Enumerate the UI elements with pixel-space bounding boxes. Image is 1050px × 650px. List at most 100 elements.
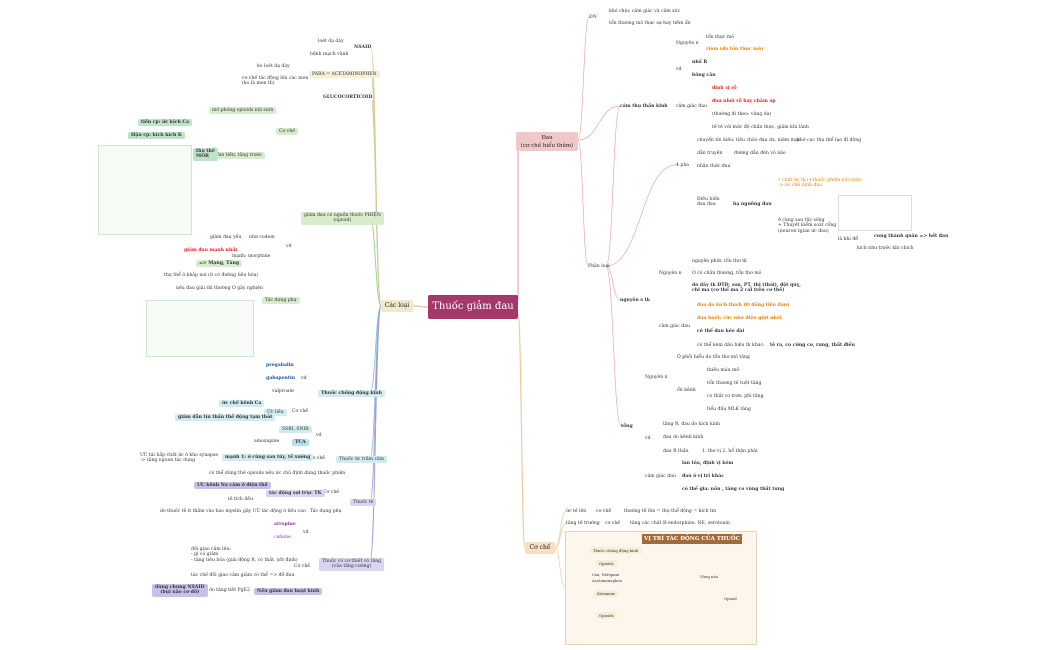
thuoc-te-co-che[interactable]: Cơ chế xyxy=(323,490,340,495)
fig-label: Opioids xyxy=(596,612,617,620)
opioid-title[interactable]: giảm đau có nguồn thuốc PHIỆN (opioid) xyxy=(301,212,384,225)
connector-line xyxy=(577,105,621,141)
dau-dieu-bien-item: • chất ức tk (+thuốc phiện nội sinh) -> … xyxy=(778,178,862,189)
tram-cam-title[interactable]: Thuốc ức trầm cảm xyxy=(336,456,388,464)
opioid-tdp-item: nếu đau giải thì thường O gây nghiện xyxy=(176,286,263,291)
branch-cac-loai[interactable]: Các loại xyxy=(381,300,413,312)
dau-dn-item: khó chịu: cảm giác và cảm xúc xyxy=(609,9,681,14)
opioid-thu-the[interactable]: thụ thể MOR xyxy=(193,148,218,161)
gluco-title[interactable]: GLUCOCORTICOID xyxy=(323,95,373,100)
dau-nguyen-s[interactable]: nguyên s tk xyxy=(620,298,650,303)
co-tro-co-che[interactable]: Cơ chế xyxy=(294,564,311,569)
connector-line xyxy=(554,522,567,549)
connector-line xyxy=(412,305,429,308)
opioid-co-che[interactable]: Cơ chế xyxy=(276,128,299,136)
chong-dong-co-che[interactable]: Cơ chế xyxy=(292,409,309,414)
dau-cg-item: định vị rõ xyxy=(712,86,737,91)
opioid-vd-item: như codein xyxy=(249,235,275,240)
tram-cam-item: mạnh 1: ở cùng sau tủy, tế xướng xyxy=(222,454,314,462)
fig-label: Cxx, Nefopam xyxy=(592,572,620,577)
dau-nguyen-nhan[interactable]: Nguyên n xyxy=(676,41,699,46)
dau-tong-cg-item: lan tỏa, định vị kém xyxy=(682,461,734,466)
branch-co-che[interactable]: Cơ chế xyxy=(525,542,555,554)
co-che-item: cơ chế xyxy=(596,509,612,514)
dau-vd[interactable]: vd xyxy=(676,67,682,72)
co-tro-vd-item: cafeine xyxy=(274,535,291,540)
dau-tong-nguyen[interactable]: Nguyên n xyxy=(645,375,668,380)
drug-action-figure-title: VỊ TRÍ TÁC ĐỘNG CỦA THUỐC xyxy=(642,534,742,544)
co-tro-vd[interactable]: vd xyxy=(303,530,309,535)
dau-phan-loai[interactable]: Phân loại xyxy=(588,264,610,269)
connector-line xyxy=(370,96,382,307)
opioid-co-che-item: mở phóng opioids nội sinh xyxy=(209,107,277,115)
chong-dong-uc-lieu[interactable]: Ức liều xyxy=(264,409,287,417)
tram-cam-vd-item: SSRI, SNRI xyxy=(279,426,312,434)
para-title[interactable]: PARA = ACETAMINOPHEN xyxy=(309,71,380,79)
dau-tong-vd-item: đau R thần xyxy=(663,449,689,454)
opioid-vd[interactable]: vd xyxy=(286,244,292,249)
dau-la-khi: kích như trước khi chích xyxy=(857,246,914,251)
co-tro-title[interactable]: Thuốc có cơ thiết có tăng (của tăng cườn… xyxy=(319,558,385,571)
dau-cg-item: tế tế với mức độ chấn thực, giảm khi làn… xyxy=(712,125,809,130)
dau-cg2-item: đau do kích thích (O đồng tiền đau) xyxy=(697,303,790,308)
opioid-co-che-item: Giảm tiền, tăng trước xyxy=(209,152,265,160)
para-item: cơ chế tác động lên các men (ko là men t… xyxy=(242,76,309,87)
dau-ns-item: nguyên phát: tổn thơ tk xyxy=(692,259,747,264)
dau-tong-cg[interactable]: cảm giác đau xyxy=(645,474,676,479)
co-che-item: cơ chế xyxy=(605,521,621,526)
chong-dong-title[interactable]: Thuốc chống động kinh xyxy=(318,390,385,398)
dau-4-pha[interactable]: 4 pha xyxy=(676,163,690,168)
opioid-vd-item: giảm đau yếu xyxy=(210,235,242,240)
dau-tong-item: Ô phối hiểu do tổn thơ mô tăng xyxy=(677,355,750,360)
dau-pha-item: hạ ngưỡng đau xyxy=(733,202,772,207)
opioid-kich-thich: tiền cp: ức kích Ca xyxy=(138,119,193,127)
opioid-vd-item: giảm đau mạnh nhất xyxy=(184,248,238,253)
tram-cam-co-che[interactable]: Cơ chế xyxy=(309,456,326,461)
co-tro-nsaid-pge2[interactable]: Nếu giảm đau hoạt kinh xyxy=(254,588,323,596)
thuoc-te-tac-dung-phu[interactable]: Tác dụng phụ xyxy=(310,509,342,514)
opioid-kich-thich: Hậu cp: kích kích K xyxy=(128,132,185,140)
co-tro-item: đối giao cảm lên: - gì có giảm - tăng ti… xyxy=(191,547,298,563)
dau-pha-item: Điều biến đau đau xyxy=(697,197,720,208)
dau-tong-vd[interactable]: vd xyxy=(645,436,651,441)
dau-cg2-item: tê ra, co cứng cơ, rung, thất điều xyxy=(770,343,855,348)
opioid-tac-dung-phu[interactable]: Tác dụng phụ xyxy=(262,297,300,305)
dau-tong-item: tiểu đầu MLK tăng xyxy=(707,407,751,412)
dau-tong-vd-item: đau do kênh kinh xyxy=(663,435,704,440)
fig-label: Opioid xyxy=(724,596,737,601)
co-tro-dung-chung: dùng chung NSAID (bụi não cơ đỡ) xyxy=(152,584,208,597)
connector-line xyxy=(369,305,382,563)
dau-cg2-item: có thể kèm dấu hiệu tk khác: xyxy=(697,343,765,348)
dau-tong[interactable]: tổng xyxy=(621,424,633,429)
gate-control-illustration xyxy=(838,195,912,231)
dau-ns-label: Nguyên n xyxy=(659,271,682,276)
dau-cam-tho[interactable]: cảm thụ thần kinh xyxy=(620,104,668,109)
thuoc-te-title[interactable]: Thuốc tê xyxy=(350,499,377,507)
nsaid-item: bệnh mạch vành xyxy=(310,52,349,57)
co-che-item: tăng tế trường xyxy=(566,521,600,526)
dau-cam-giac[interactable]: cảm giác đau xyxy=(676,104,707,109)
dau-la-khi: cung thành quân => hết đau xyxy=(874,234,949,239)
dau-tong-vd-item: tăng R, đau do kích kinh xyxy=(663,422,721,427)
dau-la-khi: là khi để xyxy=(838,237,859,242)
fig-label: Opioids xyxy=(596,560,617,568)
dau-dn[interactable]: ĐN xyxy=(589,15,597,20)
dau-cam-giac-2[interactable]: cảm giác đau xyxy=(659,324,690,329)
tram-cam-vd[interactable]: vd xyxy=(316,433,322,438)
branch-dau[interactable]: Đau (cơ chế hiểu thêm) xyxy=(516,132,578,151)
table-illustration xyxy=(146,300,254,357)
dau-tong-vd-item: 1. thơ vị 2. hổ thận phải xyxy=(702,449,758,454)
thuoc-te-item: ƯC kênh Na cảm ở điện thế xyxy=(194,482,271,490)
nsaid-title[interactable]: NSAID xyxy=(354,45,372,50)
connector-line xyxy=(605,105,621,267)
chong-dong-vd[interactable]: vd xyxy=(301,376,307,381)
chong-dong-vd-item: valproate xyxy=(272,389,295,394)
connector-line xyxy=(605,265,621,301)
tram-cam-item: có thể dùng thế opioids nếu ức chủ định … xyxy=(209,471,346,476)
thuoc-te-item: do thuốc tê ít thấm vào bao myelin xyxy=(160,509,242,514)
root-node[interactable]: Thuốc giảm đau xyxy=(428,295,518,319)
co-tro-item: tác chế đối giao cảm giảm có thể => đỡ đ… xyxy=(191,573,295,578)
dau-tong-item: thiếu máu mồ xyxy=(707,368,740,373)
dau-ns-item: do dây tk ĐTĐ, zon, PT, thị (thái), đột … xyxy=(692,283,801,294)
